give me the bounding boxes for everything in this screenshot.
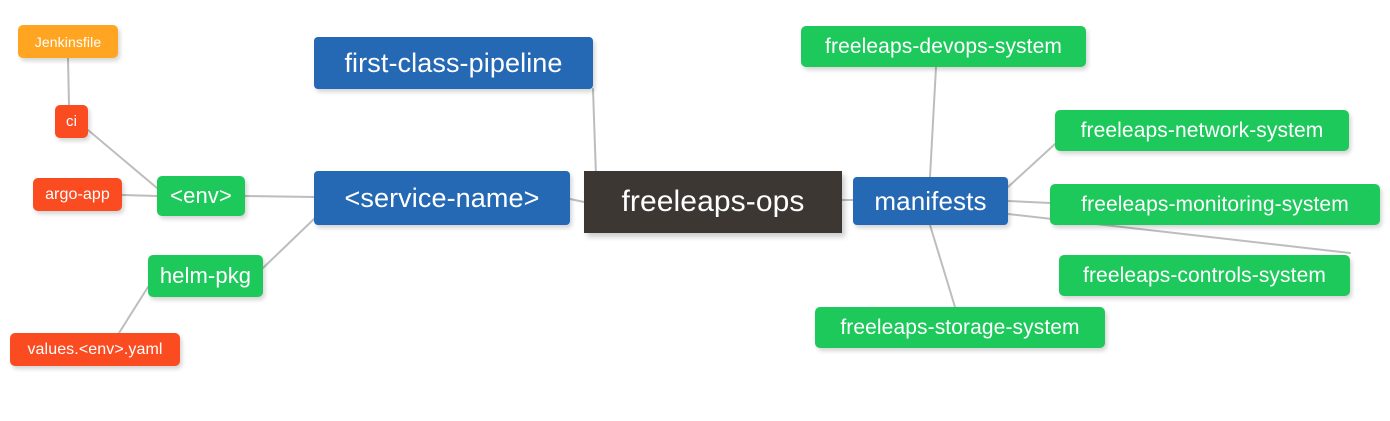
edge-ci-to-jenkinsfile xyxy=(67,57,70,106)
edge-root-to-first-class-pipeline xyxy=(592,88,597,177)
mindmap-node-jenkinsfile[interactable]: Jenkinsfile xyxy=(18,25,118,58)
edge-service-name-to-helm-pkg xyxy=(262,218,315,269)
edge-manifests-to-freeleaps-storage-system xyxy=(929,224,956,308)
edge-env-to-argo-app xyxy=(121,194,158,197)
mindmap-node-helm-pkg[interactable]: helm-pkg xyxy=(148,255,263,297)
mindmap-node-first-class-pipeline[interactable]: first-class-pipeline xyxy=(314,37,593,89)
mindmap-node-service-name[interactable]: <service-name> xyxy=(314,171,570,225)
mindmap-node-freeleaps-storage-system[interactable]: freeleaps-storage-system xyxy=(815,307,1105,348)
mindmap-node-argo-app[interactable]: argo-app xyxy=(33,178,122,211)
mindmap-node-freeleaps-monitoring-system[interactable]: freeleaps-monitoring-system xyxy=(1050,184,1380,225)
mindmap-node-root[interactable]: freeleaps-ops xyxy=(584,171,842,233)
mindmap-node-freeleaps-network-system[interactable]: freeleaps-network-system xyxy=(1055,110,1349,151)
mindmap-node-values-env-yaml[interactable]: values.<env>.yaml xyxy=(10,333,180,366)
edge-manifests-to-freeleaps-monitoring-system xyxy=(1007,200,1051,204)
mindmap-node-ci[interactable]: ci xyxy=(55,105,88,138)
edge-helm-pkg-to-values-env-yaml xyxy=(118,286,149,334)
mindmap-node-manifests[interactable]: manifests xyxy=(853,177,1008,225)
mindmap-node-freeleaps-controls-system[interactable]: freeleaps-controls-system xyxy=(1059,255,1350,296)
edge-manifests-to-freeleaps-network-system xyxy=(1007,143,1056,188)
mindmap-node-freeleaps-devops-system[interactable]: freeleaps-devops-system xyxy=(801,26,1086,67)
mindmap-node-env[interactable]: <env> xyxy=(157,176,245,216)
edge-service-name-to-env xyxy=(244,195,315,198)
edge-root-to-service-name xyxy=(569,198,585,203)
edge-manifests-to-freeleaps-devops-system xyxy=(929,66,937,178)
